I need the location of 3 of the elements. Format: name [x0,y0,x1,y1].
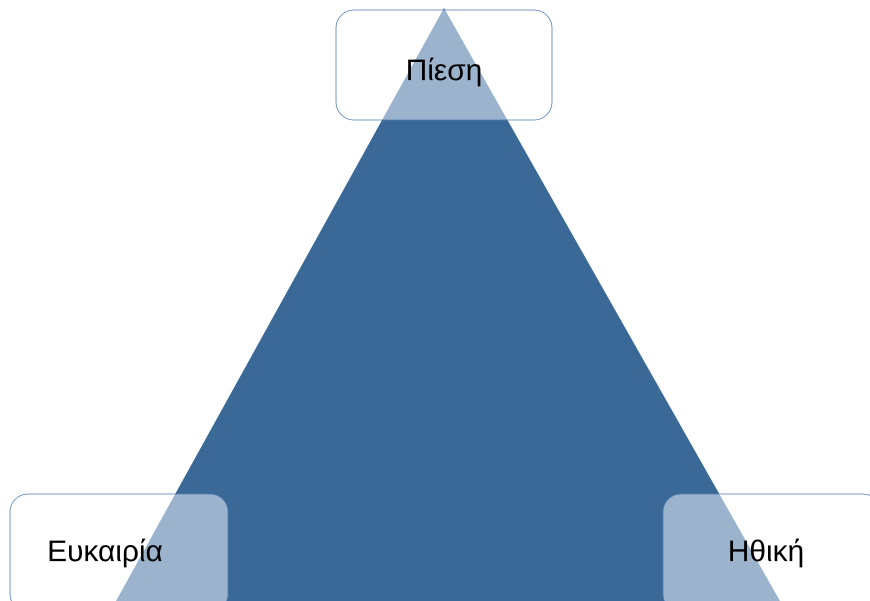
label-box: Ευκαιρία [10,494,228,601]
label-box: Ηθική [662,494,870,601]
label-box: Πίεση [336,10,552,120]
